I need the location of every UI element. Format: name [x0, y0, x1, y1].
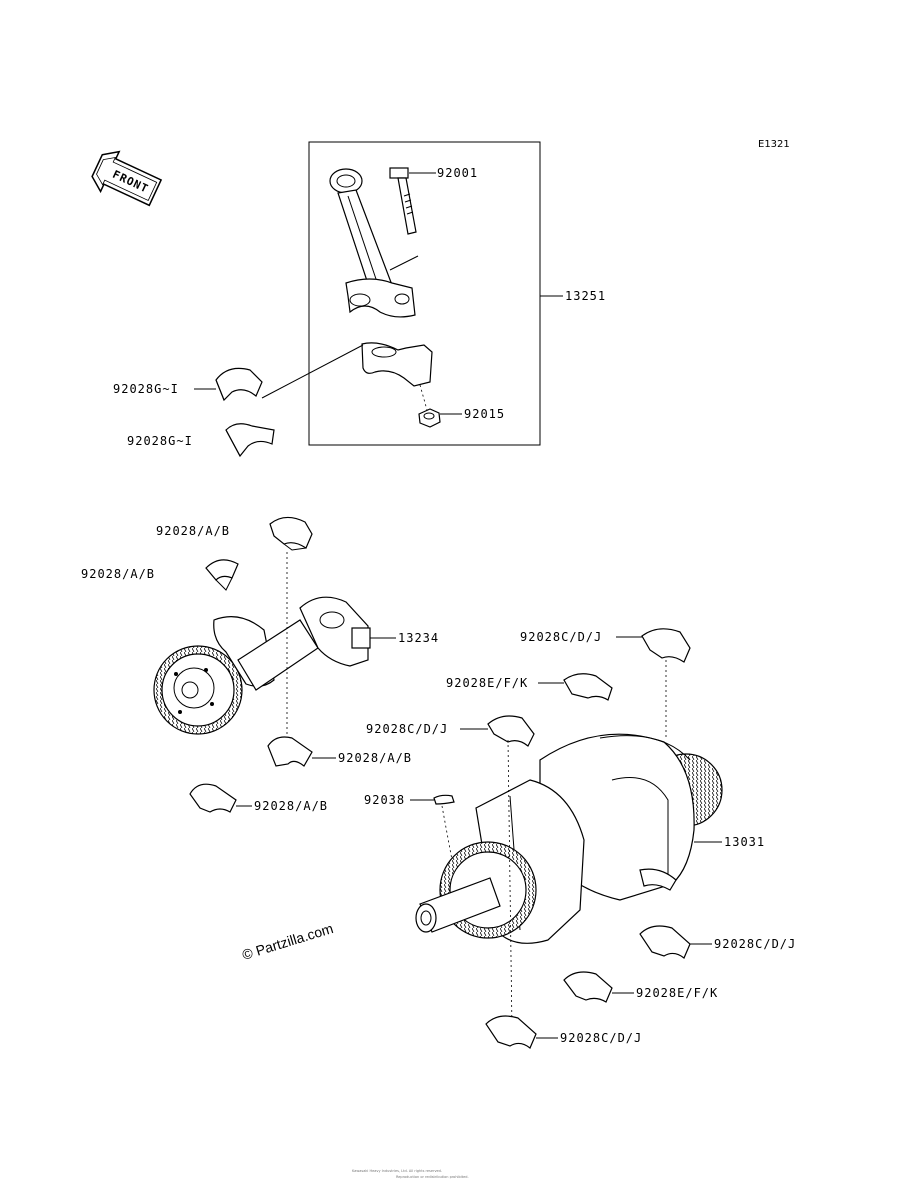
- bearing-shell-balancer-2: [205, 559, 239, 591]
- label-92028G-I-upper: 92028G~I: [113, 382, 179, 396]
- bearing-shell-rod-lower: [225, 423, 275, 458]
- label-92028CDJ-1: 92028C/D/J: [520, 630, 602, 644]
- label-92028CDJ-2: 92028C/D/J: [366, 722, 448, 736]
- bearing-shell-crank-6: [485, 1015, 537, 1049]
- diagram-code: E1321: [758, 139, 790, 150]
- copyright-line-1: Kawasaki Heavy Industries, Ltd. All righ…: [352, 1169, 442, 1173]
- copyright-line-2: Reproduction or redistribution prohibite…: [396, 1175, 469, 1179]
- label-92028EFK-1: 92028E/F/K: [446, 676, 528, 690]
- label-92028AB-4: 92028/A/B: [254, 799, 328, 813]
- rod-cap-part: [361, 342, 433, 387]
- label-92001: 92001: [437, 166, 478, 180]
- label-92015: 92015: [464, 407, 505, 421]
- watermark: © Partzilla.com: [240, 920, 335, 963]
- bearing-shell-crank-5: [563, 971, 613, 1003]
- label-13031: 13031: [724, 835, 765, 849]
- label-92028EFK-2: 92028E/F/K: [636, 986, 718, 1000]
- label-92028G-I-lower: 92028G~I: [127, 434, 193, 448]
- label-92038: 92038: [364, 793, 405, 807]
- label-13234: 13234: [398, 631, 439, 645]
- nut-part: [418, 408, 441, 428]
- bearing-shell-balancer-3: [267, 736, 313, 767]
- label-92028AB-1: 92028/A/B: [156, 524, 230, 538]
- label-13251: 13251: [565, 289, 606, 303]
- balancer-shaft-part: [153, 596, 371, 735]
- key-part: [433, 794, 455, 805]
- bearing-shell-crank-4: [639, 925, 691, 959]
- connecting-rod-assembly-box: [308, 141, 541, 446]
- crankshaft-part: [415, 733, 723, 944]
- label-92028AB-2: 92028/A/B: [81, 567, 155, 581]
- bearing-shell-balancer-4: [189, 783, 237, 813]
- bearing-shell-crank-3: [487, 715, 535, 747]
- bearing-shell-crank-2: [563, 673, 613, 701]
- bearing-shell-crank-1: [641, 628, 691, 663]
- connecting-rod-part: [329, 168, 416, 318]
- bearing-shell-rod-upper: [215, 367, 263, 402]
- front-arrow-icon: FRONT: [91, 150, 163, 207]
- bolt-part: [389, 167, 417, 235]
- label-92028CDJ-3: 92028C/D/J: [714, 937, 796, 951]
- label-92028CDJ-4: 92028C/D/J: [560, 1031, 642, 1045]
- bearing-shell-balancer-1: [269, 516, 313, 551]
- label-92028AB-3: 92028/A/B: [338, 751, 412, 765]
